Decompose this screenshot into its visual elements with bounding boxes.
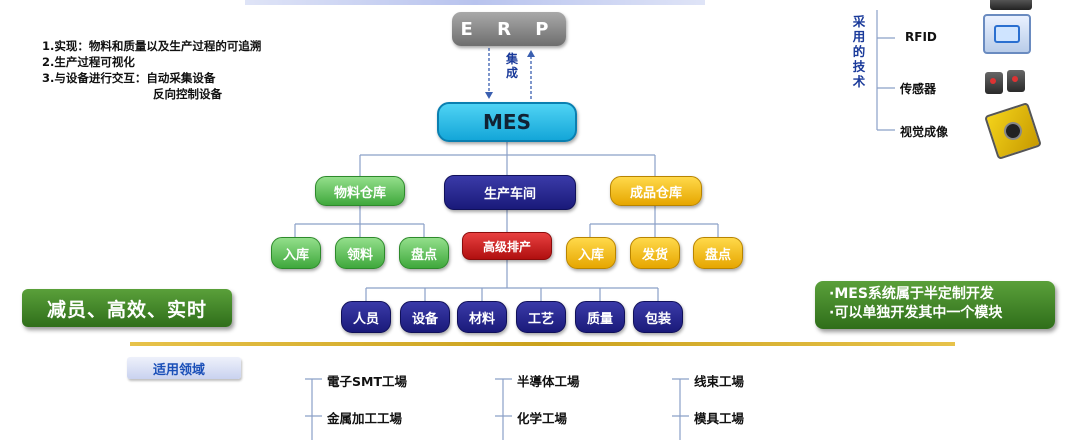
equipment-node: 设备 (400, 301, 450, 333)
tech-vision: 视觉成像 (900, 125, 949, 139)
tech-rfid: RFID (905, 30, 937, 44)
note-3: 3.与设备进行交互：自动采集设备 (42, 71, 216, 85)
personnel-node: 人员 (341, 301, 391, 333)
domain-semiconductor: 半導体工場 (517, 374, 580, 389)
note-4: 反向控制设备 (153, 87, 222, 101)
workshop-node: 生产车间 (444, 175, 576, 210)
product-warehouse-node: 成品仓库 (610, 176, 702, 206)
domain-smt: 電子SMT工場 (327, 374, 407, 389)
tech-title: 采用的技术 (852, 14, 866, 89)
quality-node: 质量 (575, 301, 625, 333)
note-1: 1.实现：物料和质量以及生产过程的可追溯 (42, 39, 262, 53)
materials-node: 材料 (457, 301, 507, 333)
top-accent-bar (245, 0, 705, 5)
material-inbound-node: 入库 (271, 237, 321, 269)
vision-camera-icon (984, 102, 1042, 160)
material-pick-node: 领料 (335, 237, 385, 269)
slogan-right-line-1: ·MES系统属于半定制开发 (829, 286, 994, 302)
domain-chemical: 化学工場 (517, 411, 568, 426)
domain-mold: 模具工場 (694, 411, 745, 426)
erp-node: E R P (452, 12, 566, 46)
process-node: 工艺 (516, 301, 566, 333)
product-stocktake-node: 盘点 (693, 237, 743, 269)
integration-label: 集成 (505, 52, 518, 80)
scheduling-node: 高级排产 (462, 232, 552, 260)
slogan-right: ·MES系统属于半定制开发 ·可以单独开发其中一个模块 (815, 281, 1055, 329)
rfid-reader-icon (983, 14, 1031, 54)
domain-metal: 金属加工工場 (327, 411, 403, 426)
product-inbound-node: 入库 (566, 237, 616, 269)
product-ship-node: 发货 (630, 237, 680, 269)
notes-list: 1.实现：物料和质量以及生产过程的可追溯 2.生产过程可视化 3.与设备进行交互… (42, 38, 261, 102)
tech-sensor: 传感器 (900, 82, 937, 96)
gold-divider (130, 342, 955, 346)
sensor-icon (985, 66, 1037, 96)
domain-harness: 线束工場 (694, 374, 745, 389)
packaging-node: 包装 (633, 301, 683, 333)
rfid-top-device-icon (990, 0, 1032, 10)
mes-node: MES (437, 102, 577, 142)
slogan-left: 减员、高效、实时 (22, 289, 232, 327)
material-warehouse-node: 物料仓库 (315, 176, 405, 206)
note-2: 2.生产过程可视化 (42, 55, 135, 69)
domains-title: 适用领域 (127, 357, 241, 379)
slogan-right-line-2: ·可以单独开发其中一个模块 (829, 305, 1003, 321)
material-stocktake-node: 盘点 (399, 237, 449, 269)
